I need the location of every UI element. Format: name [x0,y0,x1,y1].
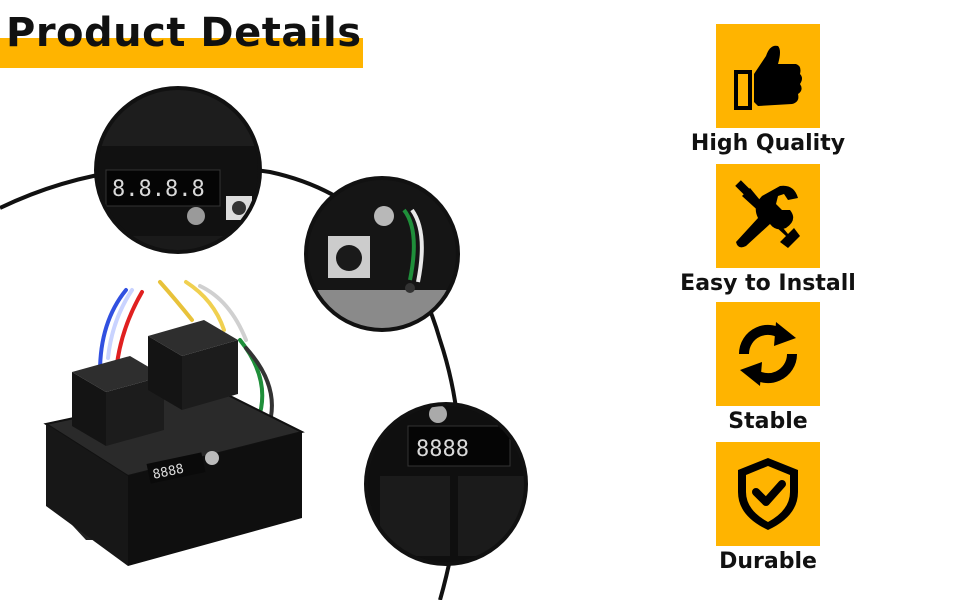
product-display-small: 8888 [151,462,185,483]
feature-icon-box [716,24,820,128]
feature-durable: Durable [668,442,868,577]
product-illustration: 8888 8.8.8.8 [0,86,528,600]
feature-icon-box [716,302,820,406]
zoom-circle-display: 8.8.8.8 [94,86,262,254]
zoom-display-digits: 8.8.8.8 [112,177,205,202]
title-banner: Product Details [0,10,363,68]
feature-icon-box [716,164,820,268]
feature-icon-box [716,442,820,546]
enclosure: 8888 [43,320,305,566]
feature-easy-to-install: Easy to Install [668,164,868,299]
zoom-circle-display-2: 8888 [364,402,528,566]
feature-label: Stable [728,409,808,434]
feature-label: Durable [719,549,817,574]
title-highlight-bar [0,38,363,68]
zoom-circle-button [304,176,460,332]
thumbs-up-icon [734,45,802,110]
feature-label: High Quality [690,131,846,156]
feature-label: Easy to Install [680,271,856,296]
refresh-icon [738,322,798,386]
page-title: Product Details [6,10,362,56]
tools-icon [735,180,800,248]
wires [98,280,274,430]
feature-high-quality: High Quality [668,24,868,159]
shield-check-icon [738,458,798,530]
zoom-display-digits-2: 8888 [416,437,469,462]
feature-stable: Stable [668,302,868,437]
